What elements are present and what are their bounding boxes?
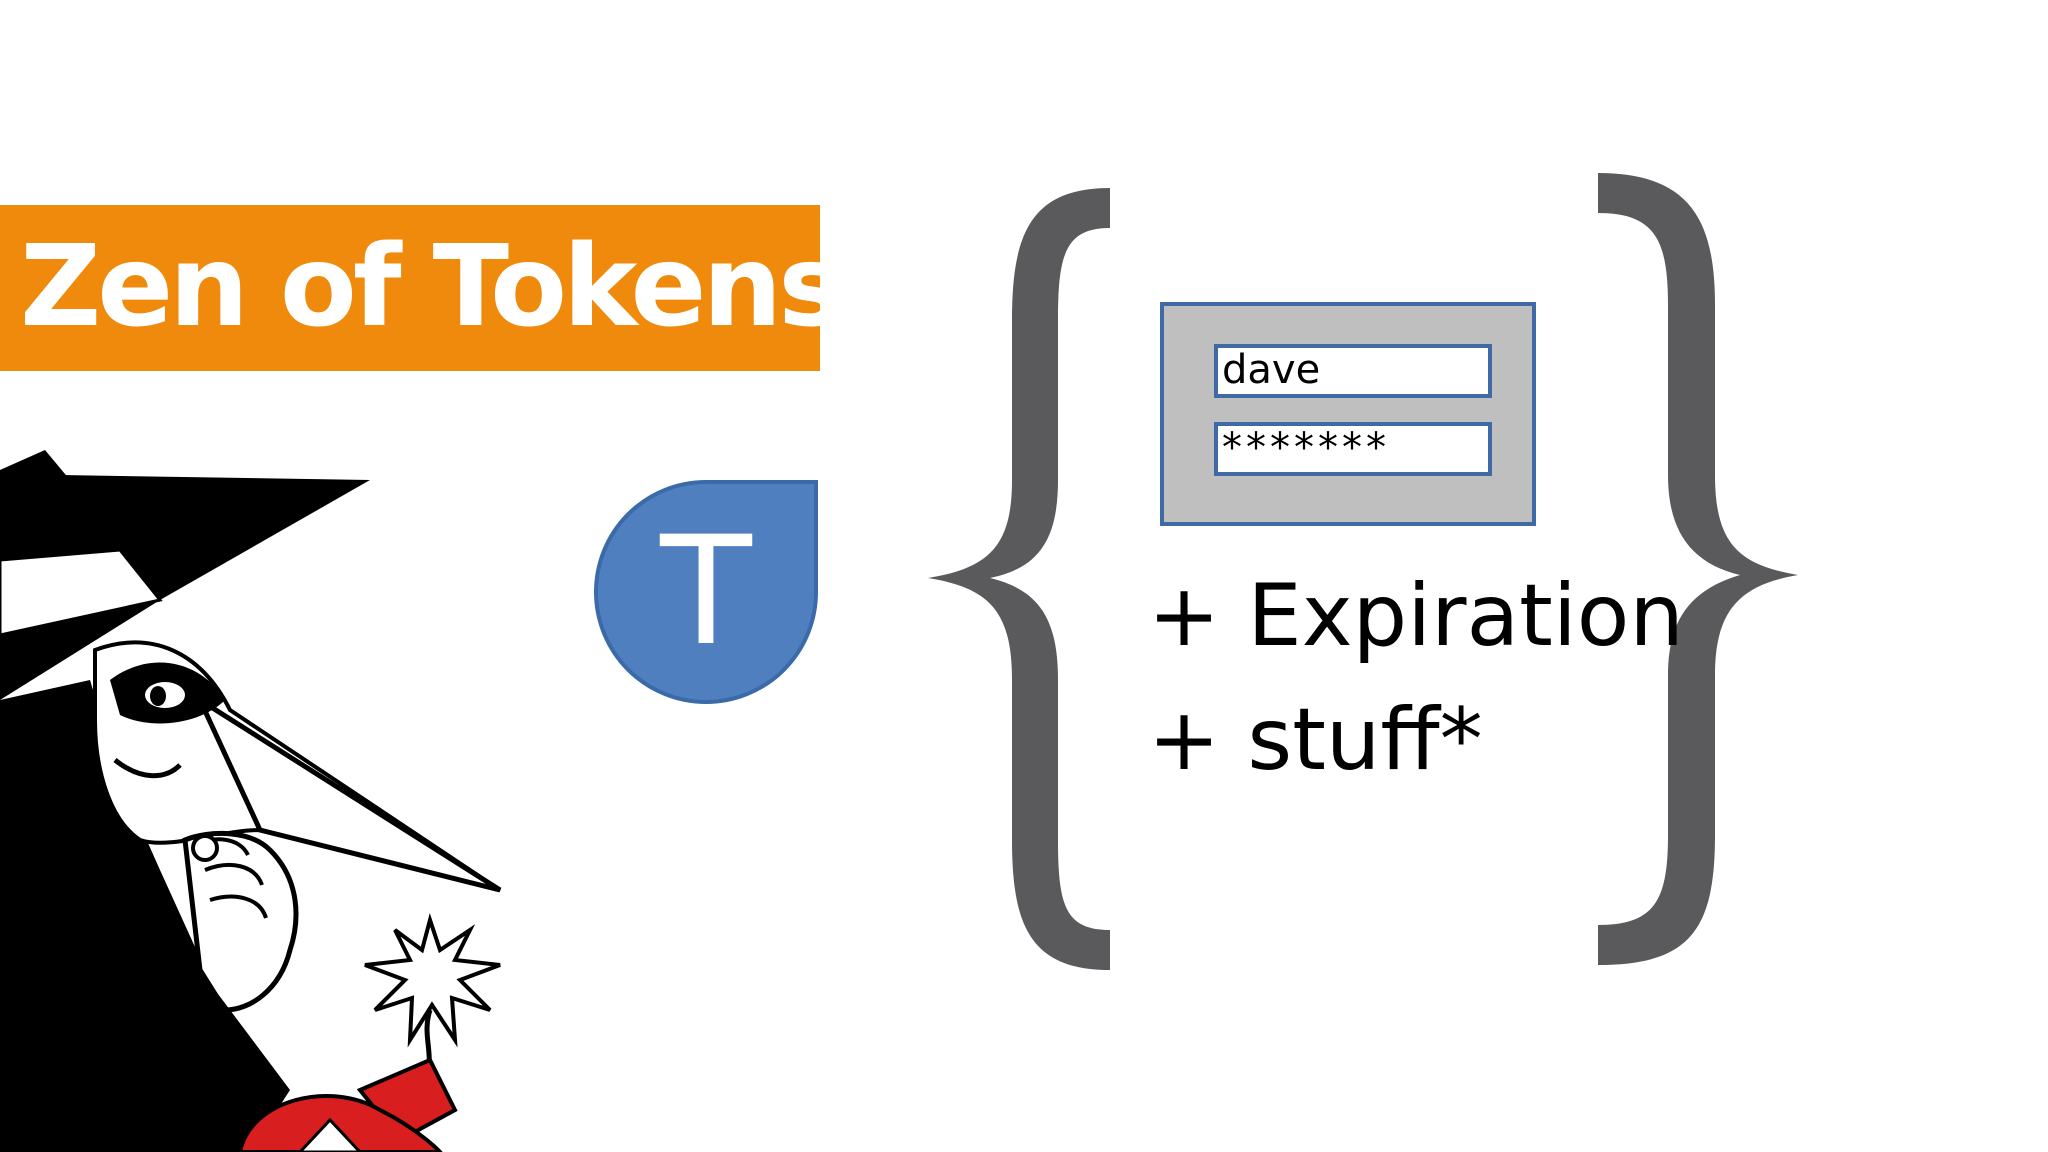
token-letter: T	[660, 505, 752, 679]
title-banner: Zen of Tokens	[0, 205, 845, 371]
feature-expiration: + Expiration	[1148, 566, 1684, 666]
username-field[interactable]: dave	[1214, 344, 1492, 398]
password-field[interactable]: *******	[1214, 422, 1492, 476]
feature-stuff: + stuff*	[1148, 690, 1483, 790]
login-form: dave *******	[1160, 302, 1536, 526]
token-badge: T	[592, 478, 820, 706]
token-drop-icon	[594, 480, 818, 704]
spy-character-illustration	[0, 450, 502, 1152]
left-brace-icon	[928, 188, 1110, 970]
slide-title: Zen of Tokens	[20, 222, 845, 352]
right-brace-icon	[1598, 173, 1798, 965]
